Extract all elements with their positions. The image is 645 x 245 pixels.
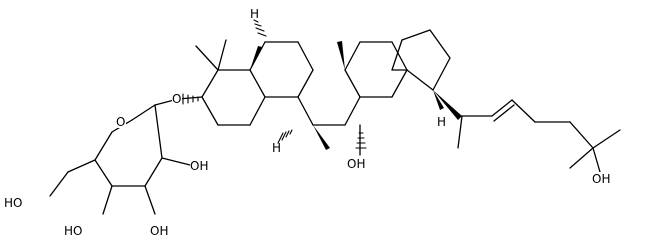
hydrogen-label-c17: H [437,115,446,129]
hydrogen-label-c5: H [250,7,259,21]
glycosidic-oxygen-label: O [172,92,181,106]
oh-label-sugar-c2: OH [190,159,208,173]
ring-c-bonds [297,69,361,126]
sugar-ring-bonds [94,98,179,187]
ho-label-sugar-c4: HO [64,224,82,238]
ring-oxygen-label: O [116,115,125,129]
ring-b-bonds [249,41,314,98]
ring-e-bonds [391,29,451,91]
methyl-wedge-c10 [250,46,262,70]
gem-dimethyl-bonds [195,39,227,71]
sugar-substituent-bonds [49,157,191,215]
hydrogen-label-c9: H [272,141,281,155]
hash-bond-c12 [355,132,367,149]
h-wedge-c17 [433,90,444,110]
ring-a-bonds [201,69,266,126]
oh-label-c12: OH [347,157,365,171]
hash-bond-c5 [253,19,267,37]
ho-label-sugar-c6: HO [4,196,22,210]
methyl-wedge-c14 [337,41,345,70]
hash-bond-c9 [277,129,293,144]
side-chain-bonds [457,99,621,173]
oh-label-sugar-c3: OH [150,224,168,238]
methyl-wedge-c8 [313,125,330,150]
ring-d-bonds [344,41,408,98]
side-chain-wedge [433,90,462,120]
oh-label-side-chain: OH [592,172,610,186]
